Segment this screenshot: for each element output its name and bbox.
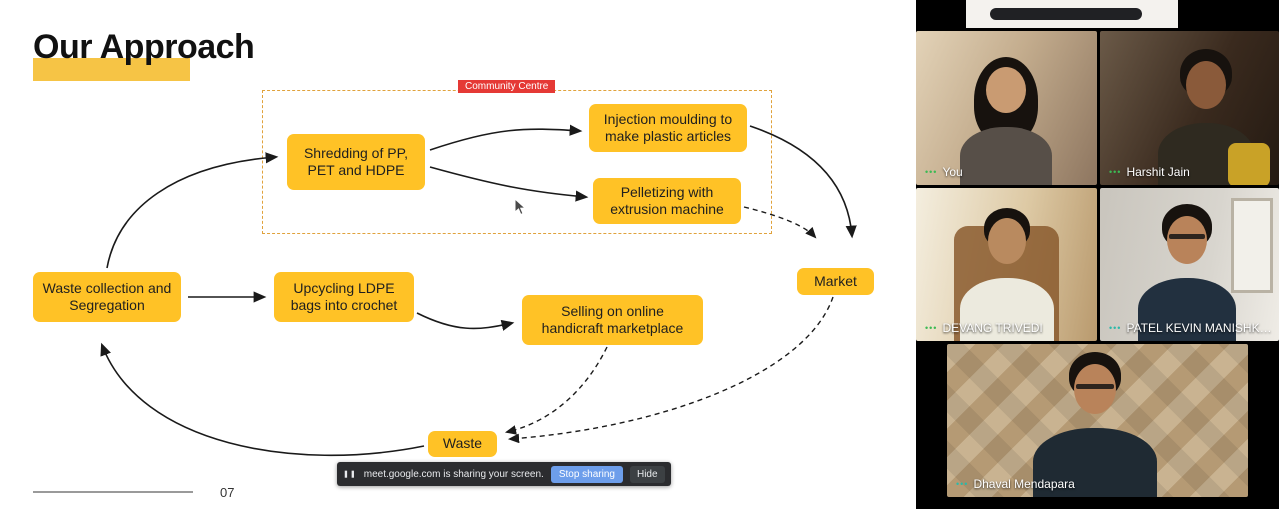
- partial-tile-top: [966, 0, 1178, 28]
- slide-footer-line: [33, 491, 193, 493]
- participant-name: Dhaval Mendapara: [973, 477, 1075, 491]
- participants-panel: ••• You ••• Harshit Jain: [916, 0, 1279, 509]
- audio-indicator-icon: •••: [1109, 322, 1122, 333]
- participant-name: PATEL KEVIN MANISHK…: [1126, 321, 1272, 335]
- participant-name-tag: ••• DEVANG TRIVEDI: [925, 321, 1043, 335]
- video-tile-harshit[interactable]: ••• Harshit Jain: [1100, 31, 1279, 185]
- partial-tile-bar: [990, 8, 1142, 20]
- pause-icon[interactable]: ❚❚: [343, 471, 357, 478]
- flow-box-waste-collection: Waste collection and Segregation: [33, 272, 181, 322]
- video-tile-you[interactable]: ••• You: [916, 31, 1097, 185]
- video-tile-dhaval[interactable]: ••• Dhaval Mendapara: [947, 344, 1248, 497]
- flow-box-selling: Selling on online handicraft marketplace: [522, 295, 703, 345]
- title-highlight-bar: [33, 58, 190, 81]
- participant-name: Harshit Jain: [1126, 165, 1190, 179]
- flow-box-market: Market: [797, 268, 874, 295]
- flow-box-injection-moulding: Injection moulding to make plastic artic…: [589, 104, 747, 152]
- video-tile-patel[interactable]: ••• PATEL KEVIN MANISHK…: [1100, 188, 1279, 341]
- hide-banner-button[interactable]: Hide: [629, 465, 665, 483]
- flow-box-upcycling: Upcycling LDPE bags into crochet: [274, 272, 414, 322]
- participant-name-tag: ••• You: [925, 165, 963, 179]
- participant-name: DEVANG TRIVEDI: [942, 321, 1043, 335]
- slide-title: Our Approach: [33, 28, 255, 66]
- video-tile-devang[interactable]: ••• DEVANG TRIVEDI: [916, 188, 1097, 341]
- slide-title-block: Our Approach: [33, 28, 255, 81]
- audio-indicator-icon: •••: [1109, 166, 1122, 177]
- stop-sharing-button[interactable]: Stop sharing: [550, 465, 623, 483]
- flow-box-pelletizing: Pelletizing with extrusion machine: [593, 178, 741, 224]
- window-background: [1231, 198, 1273, 293]
- participant-name-tag: ••• Harshit Jain: [1109, 165, 1190, 179]
- participant-name-tag: ••• Dhaval Mendapara: [956, 477, 1075, 491]
- participant-name-tag: ••• PATEL KEVIN MANISHK…: [1109, 321, 1272, 335]
- mouse-cursor-icon: [514, 198, 527, 216]
- audio-indicator-icon: •••: [925, 322, 938, 333]
- flowchart-arrows: [100, 124, 857, 457]
- participant-name: You: [942, 165, 963, 179]
- flow-box-shredding: Shredding of PP, PET and HDPE: [287, 134, 425, 190]
- flow-box-waste: Waste: [428, 431, 497, 457]
- community-centre-label: Community Centre: [458, 80, 556, 93]
- share-message: meet.google.com is sharing your screen.: [363, 468, 544, 480]
- page-number: 07: [220, 485, 235, 500]
- audio-indicator-icon: •••: [925, 166, 938, 177]
- audio-indicator-icon: •••: [956, 478, 969, 489]
- screen-share-banner: ❚❚ meet.google.com is sharing your scree…: [337, 462, 671, 486]
- shared-screen-slide: Our Approach: [0, 0, 916, 509]
